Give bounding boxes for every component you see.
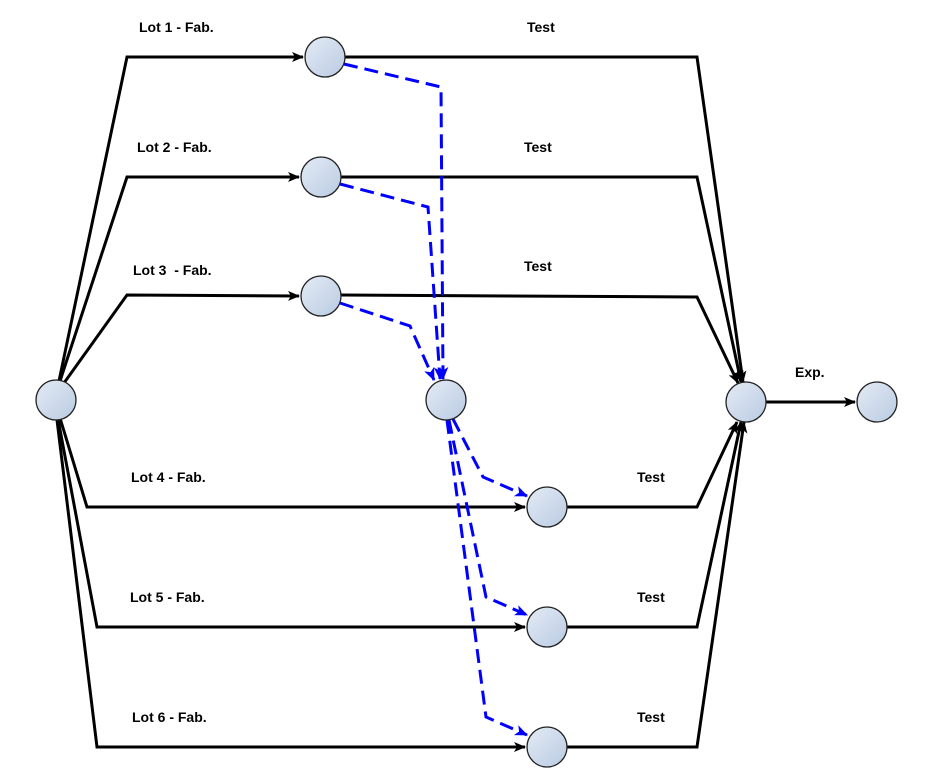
node-start[interactable] xyxy=(35,379,77,421)
node-end[interactable] xyxy=(856,381,898,423)
dependency-lot1-to-hub xyxy=(343,62,449,381)
edge-lot5-test xyxy=(567,421,744,629)
label-lot2-fab: Lot 2 - Fab. xyxy=(137,139,212,155)
dependency-edges xyxy=(339,62,528,737)
label-lot4-test: Test xyxy=(637,469,665,485)
label-lot6-fab: Lot 6 - Fab. xyxy=(132,709,207,725)
node-lot5-fab-done[interactable] xyxy=(526,606,568,648)
test-edges xyxy=(340,55,856,749)
label-lot1-test: Test xyxy=(527,19,555,35)
node-dependency-hub[interactable] xyxy=(425,379,467,421)
edge-lot4-fab xyxy=(58,417,526,512)
label-lot6-test: Test xyxy=(637,709,665,725)
label-lot2-test: Test xyxy=(524,139,552,155)
edge-lot6-test xyxy=(567,421,748,749)
nodes xyxy=(35,36,898,768)
edge-lot1-fab xyxy=(57,52,304,382)
edge-lot2-test xyxy=(341,175,744,383)
node-lot2-fab-done[interactable] xyxy=(300,156,342,198)
label-lot1-fab: Lot 1 - Fab. xyxy=(139,19,214,35)
node-lot4-fab-done[interactable] xyxy=(526,486,568,528)
node-lot1-fab-done[interactable] xyxy=(304,36,346,78)
fabrication-edges xyxy=(55,52,526,752)
label-lot4-fab: Lot 4 - Fab. xyxy=(131,469,206,485)
edge-lot5-fab xyxy=(56,418,526,632)
edge-lot3-test xyxy=(340,293,740,384)
label-exp: Exp. xyxy=(795,364,825,380)
node-lot6-fab-done[interactable] xyxy=(526,726,568,768)
node-integration[interactable] xyxy=(725,381,767,423)
label-lot5-test: Test xyxy=(637,589,665,605)
edge-lot2-fab xyxy=(58,172,300,382)
edge-lot3-fab xyxy=(62,290,300,384)
label-lot3-test: Test xyxy=(524,258,552,274)
edge-lot6-fab xyxy=(55,419,526,752)
edge-lot4-test xyxy=(567,421,739,509)
dependency-hub-to-lot5 xyxy=(447,419,528,617)
label-lot3-fab: Lot 3 - Fab. xyxy=(133,262,212,278)
edge-lot1-test xyxy=(345,55,747,383)
dependency-hub-to-lot6 xyxy=(445,419,528,737)
dependency-lot3-to-hub xyxy=(339,301,436,381)
label-lot5-fab: Lot 5 - Fab. xyxy=(130,589,205,605)
dependency-hub-to-lot4 xyxy=(451,418,528,498)
node-lot3-fab-done[interactable] xyxy=(300,275,342,317)
labels: Lot 1 - Fab. Lot 2 - Fab. Lot 3 - Fab. L… xyxy=(130,19,825,725)
dependency-lot2-to-hub xyxy=(339,182,445,381)
